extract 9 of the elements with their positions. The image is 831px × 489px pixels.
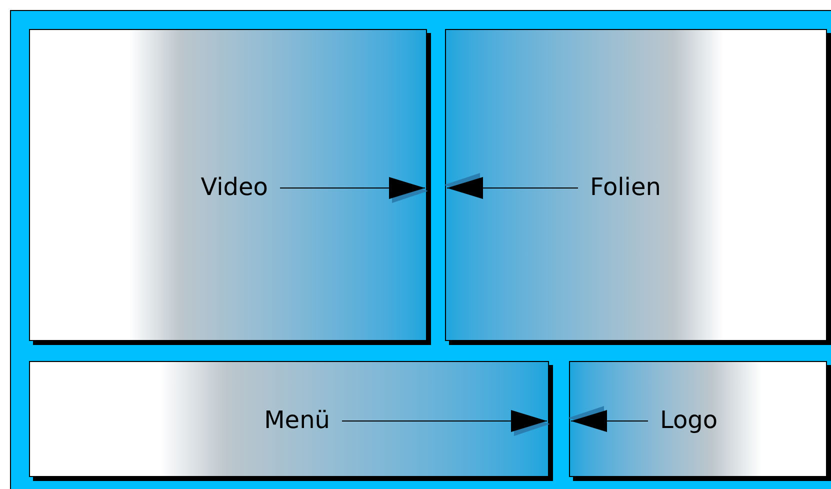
panel-label: Menü <box>230 403 330 437</box>
panel-label: Logo <box>660 403 750 437</box>
arrow <box>342 410 550 436</box>
panel-label: Folien <box>590 170 700 204</box>
frame-background <box>10 10 831 489</box>
arrow <box>280 177 428 203</box>
arrow <box>444 173 578 199</box>
arrow <box>568 406 648 432</box>
panel-label: Video <box>170 170 268 204</box>
